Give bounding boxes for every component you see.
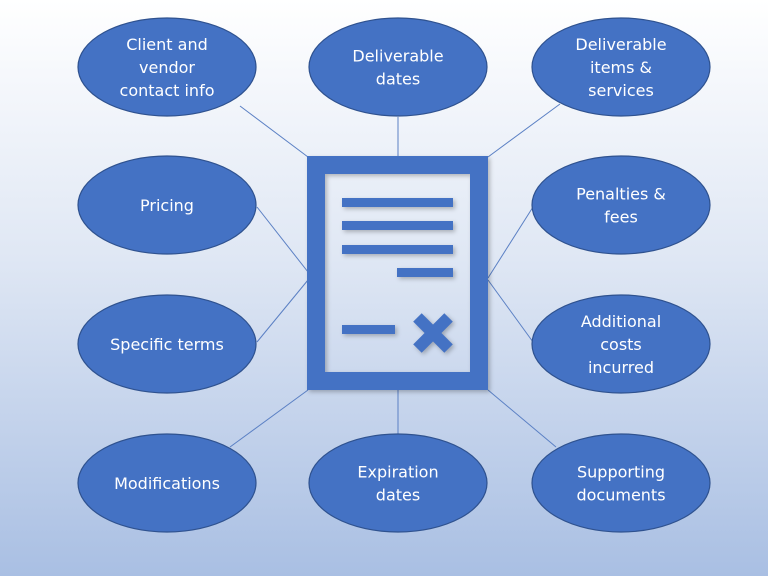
connector-modifications: [229, 389, 309, 448]
node-ellipse: [77, 155, 257, 255]
node-expiration-dates: Expiration dates: [308, 433, 488, 533]
node-label: dates: [376, 486, 420, 505]
node-label: Deliverable: [352, 47, 443, 66]
node-ellipse: [308, 433, 488, 533]
node-ellipse: [77, 433, 257, 533]
node-label: incurred: [588, 358, 654, 377]
node-ellipse: [308, 17, 488, 117]
node-label: Deliverable: [575, 35, 666, 54]
node-label: Pricing: [140, 196, 194, 215]
connector-additional-costs: [487, 279, 534, 343]
node-label: dates: [376, 70, 420, 89]
connector-penalties: [487, 206, 534, 279]
node-deliverable-dates: Deliverable dates: [308, 17, 488, 117]
node-label: vendor: [139, 58, 195, 77]
node-label: documents: [576, 486, 665, 505]
node-ellipse: [77, 294, 257, 394]
node-ellipse: [531, 294, 711, 394]
node-specific-terms: Specific terms: [77, 294, 257, 394]
node-label: contact info: [120, 81, 215, 100]
node-client: Client and vendor contact info: [77, 17, 257, 117]
connector-specific-terms: [256, 279, 309, 343]
node-supporting-documents: Supporting documents: [531, 433, 711, 533]
node-label: Specific terms: [110, 335, 224, 354]
node-label: costs: [600, 335, 642, 354]
node-ellipse: [531, 155, 711, 255]
connector-pricing: [256, 206, 309, 273]
connector-supporting-documents: [487, 389, 557, 448]
node-ellipse: [531, 17, 711, 117]
node-ellipse: [531, 433, 711, 533]
node-modifications: Modifications: [77, 433, 257, 533]
node-ellipse: [77, 17, 257, 117]
connector-deliverable-items: [487, 103, 561, 158]
node-label: Supporting: [577, 463, 665, 482]
node-label: items &: [590, 58, 652, 77]
node-label: Expiration: [357, 463, 438, 482]
connectors: [229, 103, 561, 448]
node-pricing: Pricing: [77, 155, 257, 255]
node-label: services: [588, 81, 654, 100]
node-label: Additional: [581, 312, 661, 331]
connector-client: [239, 105, 309, 158]
node-label: Client and: [126, 35, 208, 54]
node-label: Modifications: [114, 474, 220, 493]
node-deliverable-items: Deliverable items & services: [531, 17, 711, 117]
node-label: Penalties &: [576, 185, 666, 204]
node-label: fees: [604, 208, 638, 227]
contract-document-icon: [307, 156, 488, 390]
node-additional-costs: Additional costs incurred: [531, 294, 711, 394]
node-penalties: Penalties & fees: [531, 155, 711, 255]
